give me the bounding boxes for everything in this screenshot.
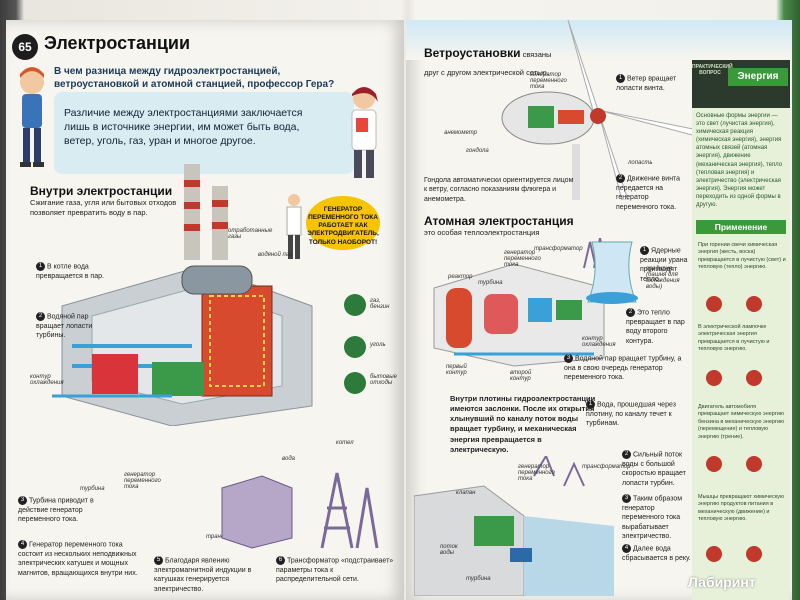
use-1: При горении свечи химическая энергия (же…	[698, 242, 786, 271]
energy-sidebar	[692, 60, 790, 600]
first-loop-label: первый контур	[446, 364, 467, 376]
small-professor	[286, 194, 302, 259]
speech-bubble: ГЕНЕРАТОР ПЕРЕМЕННОГО ТОКА РАБОТАЕТ КАК …	[306, 196, 380, 250]
hydro-intro: Внутри плотины гидроэлектростанции имеют…	[450, 394, 596, 454]
dam-diagram	[414, 456, 614, 596]
gas-icon	[344, 294, 366, 316]
exhaust-label: отработанные газы	[228, 228, 273, 240]
candle-icon	[706, 296, 722, 312]
hydro-generator-label: генератор переменного тока	[518, 464, 555, 482]
wind-turbine	[501, 20, 698, 200]
inside-title: Внутри электростанции	[30, 184, 173, 198]
generator-label: генератор переменного тока	[124, 472, 161, 490]
inside-text: Сжигание газа, угля или бытовых отходов …	[30, 198, 177, 218]
nuclear-diagram	[433, 238, 607, 367]
page-title: Электростанции	[44, 33, 191, 53]
nuclear-subtitle: это особая теплоэлектростанция	[424, 228, 540, 237]
wind-note-3: Гондола автоматически ориентируется лицо…	[424, 177, 574, 203]
wind-heading: Ветроустановки связаны друг с другом эле…	[424, 46, 552, 77]
light-icon	[746, 296, 762, 312]
hydro-turbine-label: турбина	[466, 576, 491, 582]
gas-label: газ, бензин	[370, 298, 390, 310]
sky	[406, 20, 792, 60]
cooling-tower	[586, 241, 638, 304]
muscle-icon	[746, 546, 762, 562]
cooling-label: контур охлаждения	[30, 374, 64, 386]
nuc-transformer-label: трансформатор	[534, 246, 583, 252]
sidebar-title: Энергия	[728, 68, 788, 86]
use-title: Применение	[696, 220, 786, 234]
engine-icon	[706, 456, 722, 472]
waste-label: бытовые отходы	[370, 374, 397, 386]
blade-label: лопасть	[628, 160, 653, 166]
valve-label: клапан	[456, 490, 476, 496]
use-4: Мышцы превращают химическую энергию прод…	[698, 494, 785, 523]
left-page: 65 Электростанции В чем разница между ги…	[6, 20, 404, 600]
anemometer-label: анемометр	[444, 130, 478, 136]
boy-illustration	[20, 67, 44, 167]
hydro-transformer-label: трансформатор	[582, 464, 631, 470]
heat-icon	[746, 370, 762, 386]
turbine-label: турбина	[80, 486, 105, 492]
use-2: В электрической лампочке электрическая э…	[698, 324, 770, 353]
waste-icon	[344, 372, 366, 394]
wind-generator-label: генератор переменного тока	[530, 72, 567, 90]
flow-label: поток воды	[440, 544, 458, 556]
nuclear-title: Атомная электростанция	[424, 214, 574, 228]
cooling-loop-label: контур охлаждения	[582, 336, 616, 348]
nuc-turbine-label: турбина	[478, 280, 503, 286]
boiler-label: котел	[336, 440, 354, 446]
transformer-pylon	[221, 472, 379, 549]
power-plant-diagram	[52, 265, 313, 426]
second-loop-label: второй контур	[510, 370, 532, 382]
water-label: вода	[282, 456, 295, 462]
coal-icon	[344, 336, 366, 358]
food-icon	[706, 546, 722, 562]
right-page: Ветроустановки связаны друг с другом эле…	[406, 20, 792, 600]
bulb-icon	[706, 370, 722, 386]
question-text: В чем разница между гидроэлектростанцией…	[54, 66, 335, 90]
motion-icon	[746, 456, 762, 472]
answer-text: Различие между электростанциями заключае…	[64, 107, 303, 148]
page-number: 65	[12, 34, 38, 60]
steam-label: водяной пар	[258, 252, 293, 258]
gondola-label: гондола	[466, 148, 489, 154]
coal-label: уголь	[370, 342, 386, 348]
reactor-label: реактор	[448, 274, 473, 280]
chimneys	[184, 164, 228, 260]
watermark: Лабиринт	[688, 574, 756, 590]
nuc-generator-label: генератор переменного тока	[504, 250, 541, 268]
professor-illustration	[351, 87, 378, 178]
use-3: Двигатель автомобиля превращает химическ…	[698, 404, 785, 440]
tower-label: градирня (башня для охлаждения воды)	[646, 266, 680, 290]
energy-text: Основные формы энергии — это свет (лучис…	[696, 113, 783, 209]
answer-box	[54, 92, 354, 174]
sidebar-tag: ПРАКТИЧЕСКИЙ ВОПРОС	[692, 64, 733, 76]
